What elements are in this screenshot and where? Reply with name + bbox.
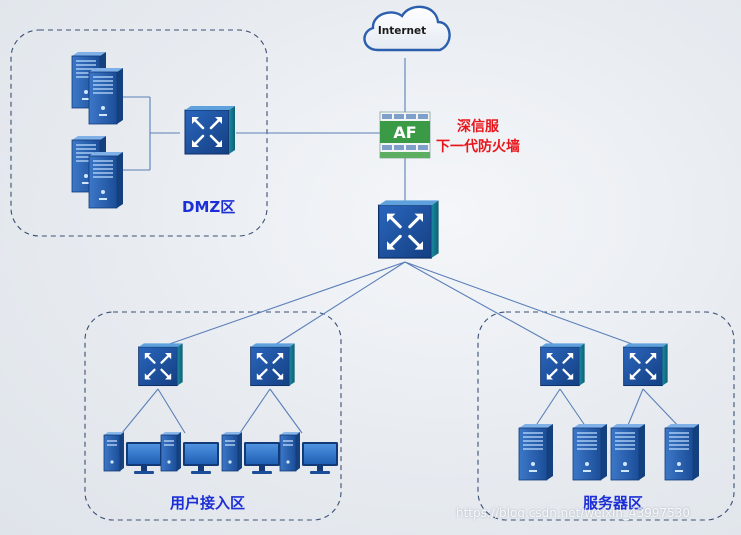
user-pc-2 — [160, 431, 220, 475]
server-zone-border — [477, 311, 735, 521]
dmz-switch — [183, 104, 237, 156]
server-access-switch-2 — [622, 342, 669, 387]
internet-label: Internet — [378, 25, 426, 37]
user-access-zone-border — [84, 311, 342, 521]
core-switch — [377, 198, 441, 260]
server-3 — [610, 423, 646, 481]
user-access-switch-1 — [137, 342, 184, 387]
user-pc-3 — [221, 431, 281, 475]
firewall-product: 下一代防火墙 — [436, 139, 520, 155]
watermark: https://blog.csdn.net/weixin_43997530 — [456, 506, 691, 520]
server-2 — [572, 423, 608, 481]
firewall-label: 深信服 下一代防火墙 — [436, 117, 520, 157]
server-1 — [518, 423, 554, 481]
user-pc-1 — [103, 431, 163, 475]
dmz-server-2b — [88, 151, 124, 209]
firewall-device — [379, 111, 431, 159]
server-access-switch-1 — [539, 342, 586, 387]
user-access-switch-2 — [249, 342, 296, 387]
user-pc-4 — [279, 431, 339, 475]
firewall-vendor: 深信服 — [457, 119, 499, 135]
server-zone-label: 服务器区 — [583, 494, 644, 512]
dmz-zone-label: DMZ区 — [182, 198, 236, 216]
user-access-zone-label: 用户接入区 — [170, 494, 246, 512]
internet-cloud — [363, 5, 451, 52]
dmz-server-1b — [88, 67, 124, 125]
network-links — [121, 58, 683, 434]
server-4 — [664, 423, 700, 481]
firewall-badge: AF — [393, 123, 416, 142]
